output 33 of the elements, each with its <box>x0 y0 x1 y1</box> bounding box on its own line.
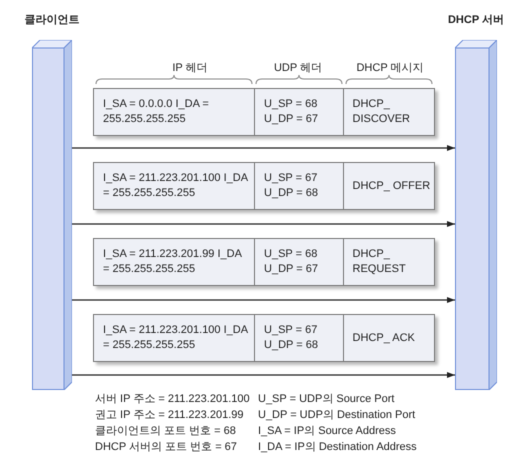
section-label: DHCP 메시지 <box>356 61 424 75</box>
note-text: DHCP 서버의 포트 번호 = 67 <box>95 440 237 454</box>
arrow <box>72 297 455 303</box>
field-text: DHCP_ OFFER <box>352 178 431 194</box>
message-box <box>93 162 435 210</box>
note-text: U_SP = UDP의 Source Port <box>258 392 394 406</box>
message-box <box>93 238 435 286</box>
field-text: I_SA = 0.0.0.0 I_DA = 255.255.255.255 <box>103 97 210 127</box>
field-text: U_SP = 67 U_DP = 68 <box>264 323 319 353</box>
arrow <box>72 221 455 227</box>
arrow <box>72 145 455 151</box>
note-text: 클라이언트의 포트 번호 = 68 <box>95 424 236 438</box>
participant-label: DHCP 서버 <box>448 13 504 27</box>
field-text: I_SA = 211.223.201.100 I_DA = 255.255.255.255 <box>103 171 249 201</box>
field-text: U_SP = 68 U_DP = 67 <box>264 247 319 277</box>
note-text: I_SA = IP의 Source Address <box>258 424 396 438</box>
field-text: I_SA = 211.223.201.100 I_DA = 255.255.255.255 <box>103 323 249 353</box>
field-text: U_SP = 68 U_DP = 67 <box>264 97 319 127</box>
field-text: DHCP_ REQUEST <box>352 247 407 277</box>
note-text: 권고 IP 주소 = 211.223.201.99 <box>95 408 244 422</box>
field-text: DHCP_ DISCOVER <box>352 97 411 127</box>
arrow <box>72 372 455 378</box>
section-label: IP 헤더 <box>172 61 208 75</box>
field-text: U_SP = 67 U_DP = 68 <box>264 171 319 201</box>
note-text: I_DA = IP의 Destination Address <box>258 440 417 454</box>
section-label: UDP 헤더 <box>274 61 322 75</box>
field-text: I_SA = 211.223.201.99 I_DA = 255.255.255.255 <box>103 247 243 277</box>
participant-label: 클라이언트 <box>24 13 80 27</box>
note-text: U_DP = UDP의 Destination Port <box>258 408 416 422</box>
field-text: DHCP_ ACK <box>352 330 416 346</box>
message-box <box>93 88 435 136</box>
note-text: 서버 IP 주소 = 211.223.201.100 <box>95 392 250 406</box>
message-box <box>93 314 435 362</box>
